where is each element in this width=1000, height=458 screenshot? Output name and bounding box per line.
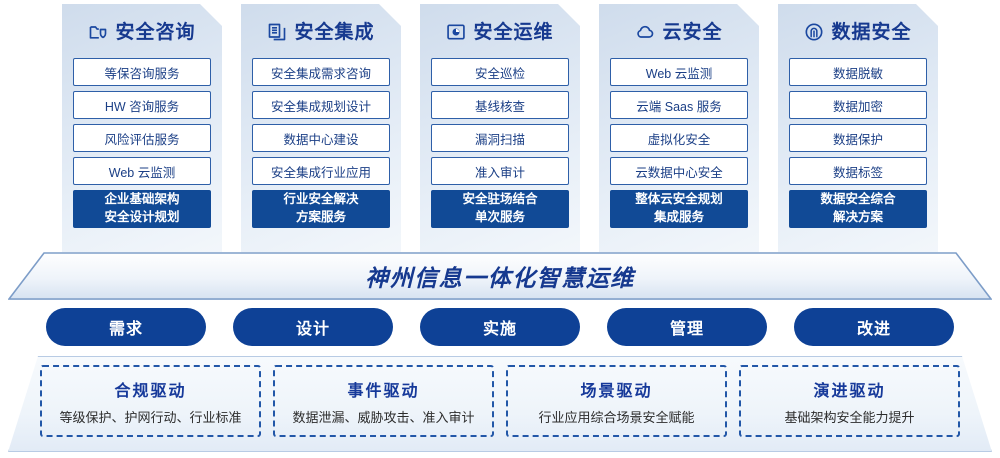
column-header: 安全咨询 <box>73 12 211 52</box>
capability-column-security-consulting[interactable]: 安全咨询 等保咨询服务 HW 咨询服务 风险评估服务 Web 云监测 企业基础架… <box>62 4 222 256</box>
service-item[interactable]: HW 咨询服务 <box>73 91 211 119</box>
service-item[interactable]: 基线核查 <box>431 91 569 119</box>
driver-title: 演进驱动 <box>813 382 886 400</box>
capability-column-security-operations[interactable]: 安全运维 安全巡检 基线核查 漏洞扫描 准入审计 安全驻场结合 单次服务 <box>420 4 580 256</box>
phase-pill-management[interactable]: 管理 <box>607 308 767 346</box>
summary-line: 数据安全综合 <box>820 192 896 207</box>
service-item[interactable]: 云端 Saas 服务 <box>610 91 748 119</box>
phase-pill-design[interactable]: 设计 <box>233 308 393 346</box>
driver-title: 场景驱动 <box>580 382 653 400</box>
column-title: 云安全 <box>662 21 723 43</box>
column-title: 安全集成 <box>294 21 375 43</box>
summary-line: 企业基础架构 <box>104 192 180 207</box>
summary-line: 方案服务 <box>295 210 346 224</box>
summary-line: 整体云安全规划 <box>635 192 723 207</box>
summary-line: 解决方案 <box>832 210 883 224</box>
service-item[interactable]: Web 云监测 <box>73 157 211 185</box>
folder-shield-icon <box>88 22 108 42</box>
column-header: 云安全 <box>610 12 748 52</box>
column-title: 安全咨询 <box>115 21 196 43</box>
capability-column-data-security[interactable]: 数据安全 数据脱敏 数据加密 数据保护 数据标签 数据安全综合 解决方案 <box>778 4 938 256</box>
phase-pill-improvement[interactable]: 改进 <box>794 308 954 346</box>
drivers-list: 合规驱动 等级保护、护网行动、行业标准 事件驱动 数据泄漏、威胁攻击、准入审计 … <box>8 356 992 452</box>
lifecycle-phases: 需求 设计 实施 管理 改进 <box>0 308 1000 348</box>
service-item[interactable]: 数据加密 <box>789 91 927 119</box>
service-item[interactable]: 安全集成行业应用 <box>252 157 390 185</box>
service-item[interactable]: 等保咨询服务 <box>73 58 211 86</box>
service-item[interactable]: 安全集成规划设计 <box>252 91 390 119</box>
column-title: 数据安全 <box>831 21 912 43</box>
driver-subtitle: 基础架构安全能力提升 <box>784 409 915 425</box>
service-item[interactable]: Web 云监测 <box>610 58 748 86</box>
driver-subtitle: 行业应用综合场景安全赋能 <box>538 409 695 425</box>
summary-line: 集成服务 <box>653 210 704 224</box>
service-item[interactable]: 安全巡检 <box>431 58 569 86</box>
service-item[interactable]: 准入审计 <box>431 157 569 185</box>
service-item[interactable]: 云数据中心安全 <box>610 157 748 185</box>
service-item[interactable]: 虚拟化安全 <box>610 124 748 152</box>
driver-card-evolution[interactable]: 演进驱动 基础架构安全能力提升 <box>739 365 960 437</box>
service-item[interactable]: 数据中心建设 <box>252 124 390 152</box>
column-header: 数据安全 <box>789 12 927 52</box>
phase-pill-implementation[interactable]: 实施 <box>420 308 580 346</box>
platform-banner: 神州信息一体化智慧运维 <box>8 252 992 300</box>
summary-line: 行业安全解决 <box>283 192 359 207</box>
service-item[interactable]: 数据脱敏 <box>789 58 927 86</box>
summary-line: 安全驻场结合 <box>462 192 538 207</box>
driver-title: 合规驱动 <box>114 382 187 400</box>
column-header: 安全运维 <box>431 12 569 52</box>
column-summary[interactable]: 企业基础架构 安全设计规划 <box>73 190 211 228</box>
capability-column-cloud-security[interactable]: 云安全 Web 云监测 云端 Saas 服务 虚拟化安全 云数据中心安全 整体云… <box>599 4 759 256</box>
service-item[interactable]: 漏洞扫描 <box>431 124 569 152</box>
column-summary[interactable]: 数据安全综合 解决方案 <box>789 190 927 228</box>
column-header: 安全集成 <box>252 12 390 52</box>
column-summary[interactable]: 行业安全解决 方案服务 <box>252 190 390 228</box>
service-item[interactable]: 安全集成需求咨询 <box>252 58 390 86</box>
service-item[interactable]: 数据保护 <box>789 124 927 152</box>
column-title: 安全运维 <box>473 21 554 43</box>
driver-title: 事件驱动 <box>347 382 420 400</box>
service-item[interactable]: 风险评估服务 <box>73 124 211 152</box>
driver-subtitle: 数据泄漏、威胁攻击、准入审计 <box>292 409 475 425</box>
platform-banner-title: 神州信息一体化智慧运维 <box>365 265 635 291</box>
summary-line: 单次服务 <box>474 210 525 224</box>
capability-column-security-integration[interactable]: 安全集成 安全集成需求咨询 安全集成规划设计 数据中心建设 安全集成行业应用 行… <box>241 4 401 256</box>
fingerprint-icon <box>804 22 824 42</box>
column-summary[interactable]: 安全驻场结合 单次服务 <box>431 190 569 228</box>
service-item[interactable]: 数据标签 <box>789 157 927 185</box>
cloud-icon <box>635 22 655 42</box>
phase-pill-requirement[interactable]: 需求 <box>46 308 206 346</box>
monitor-chart-icon <box>446 22 466 42</box>
column-summary[interactable]: 整体云安全规划 集成服务 <box>610 190 748 228</box>
copy-documents-icon <box>267 22 287 42</box>
driver-card-incident[interactable]: 事件驱动 数据泄漏、威胁攻击、准入审计 <box>273 365 494 437</box>
capability-columns: 安全咨询 等保咨询服务 HW 咨询服务 风险评估服务 Web 云监测 企业基础架… <box>0 4 1000 256</box>
driver-card-scenario[interactable]: 场景驱动 行业应用综合场景安全赋能 <box>506 365 727 437</box>
driver-card-compliance[interactable]: 合规驱动 等级保护、护网行动、行业标准 <box>40 365 261 437</box>
driver-subtitle: 等级保护、护网行动、行业标准 <box>59 409 242 425</box>
summary-line: 安全设计规划 <box>104 210 180 224</box>
